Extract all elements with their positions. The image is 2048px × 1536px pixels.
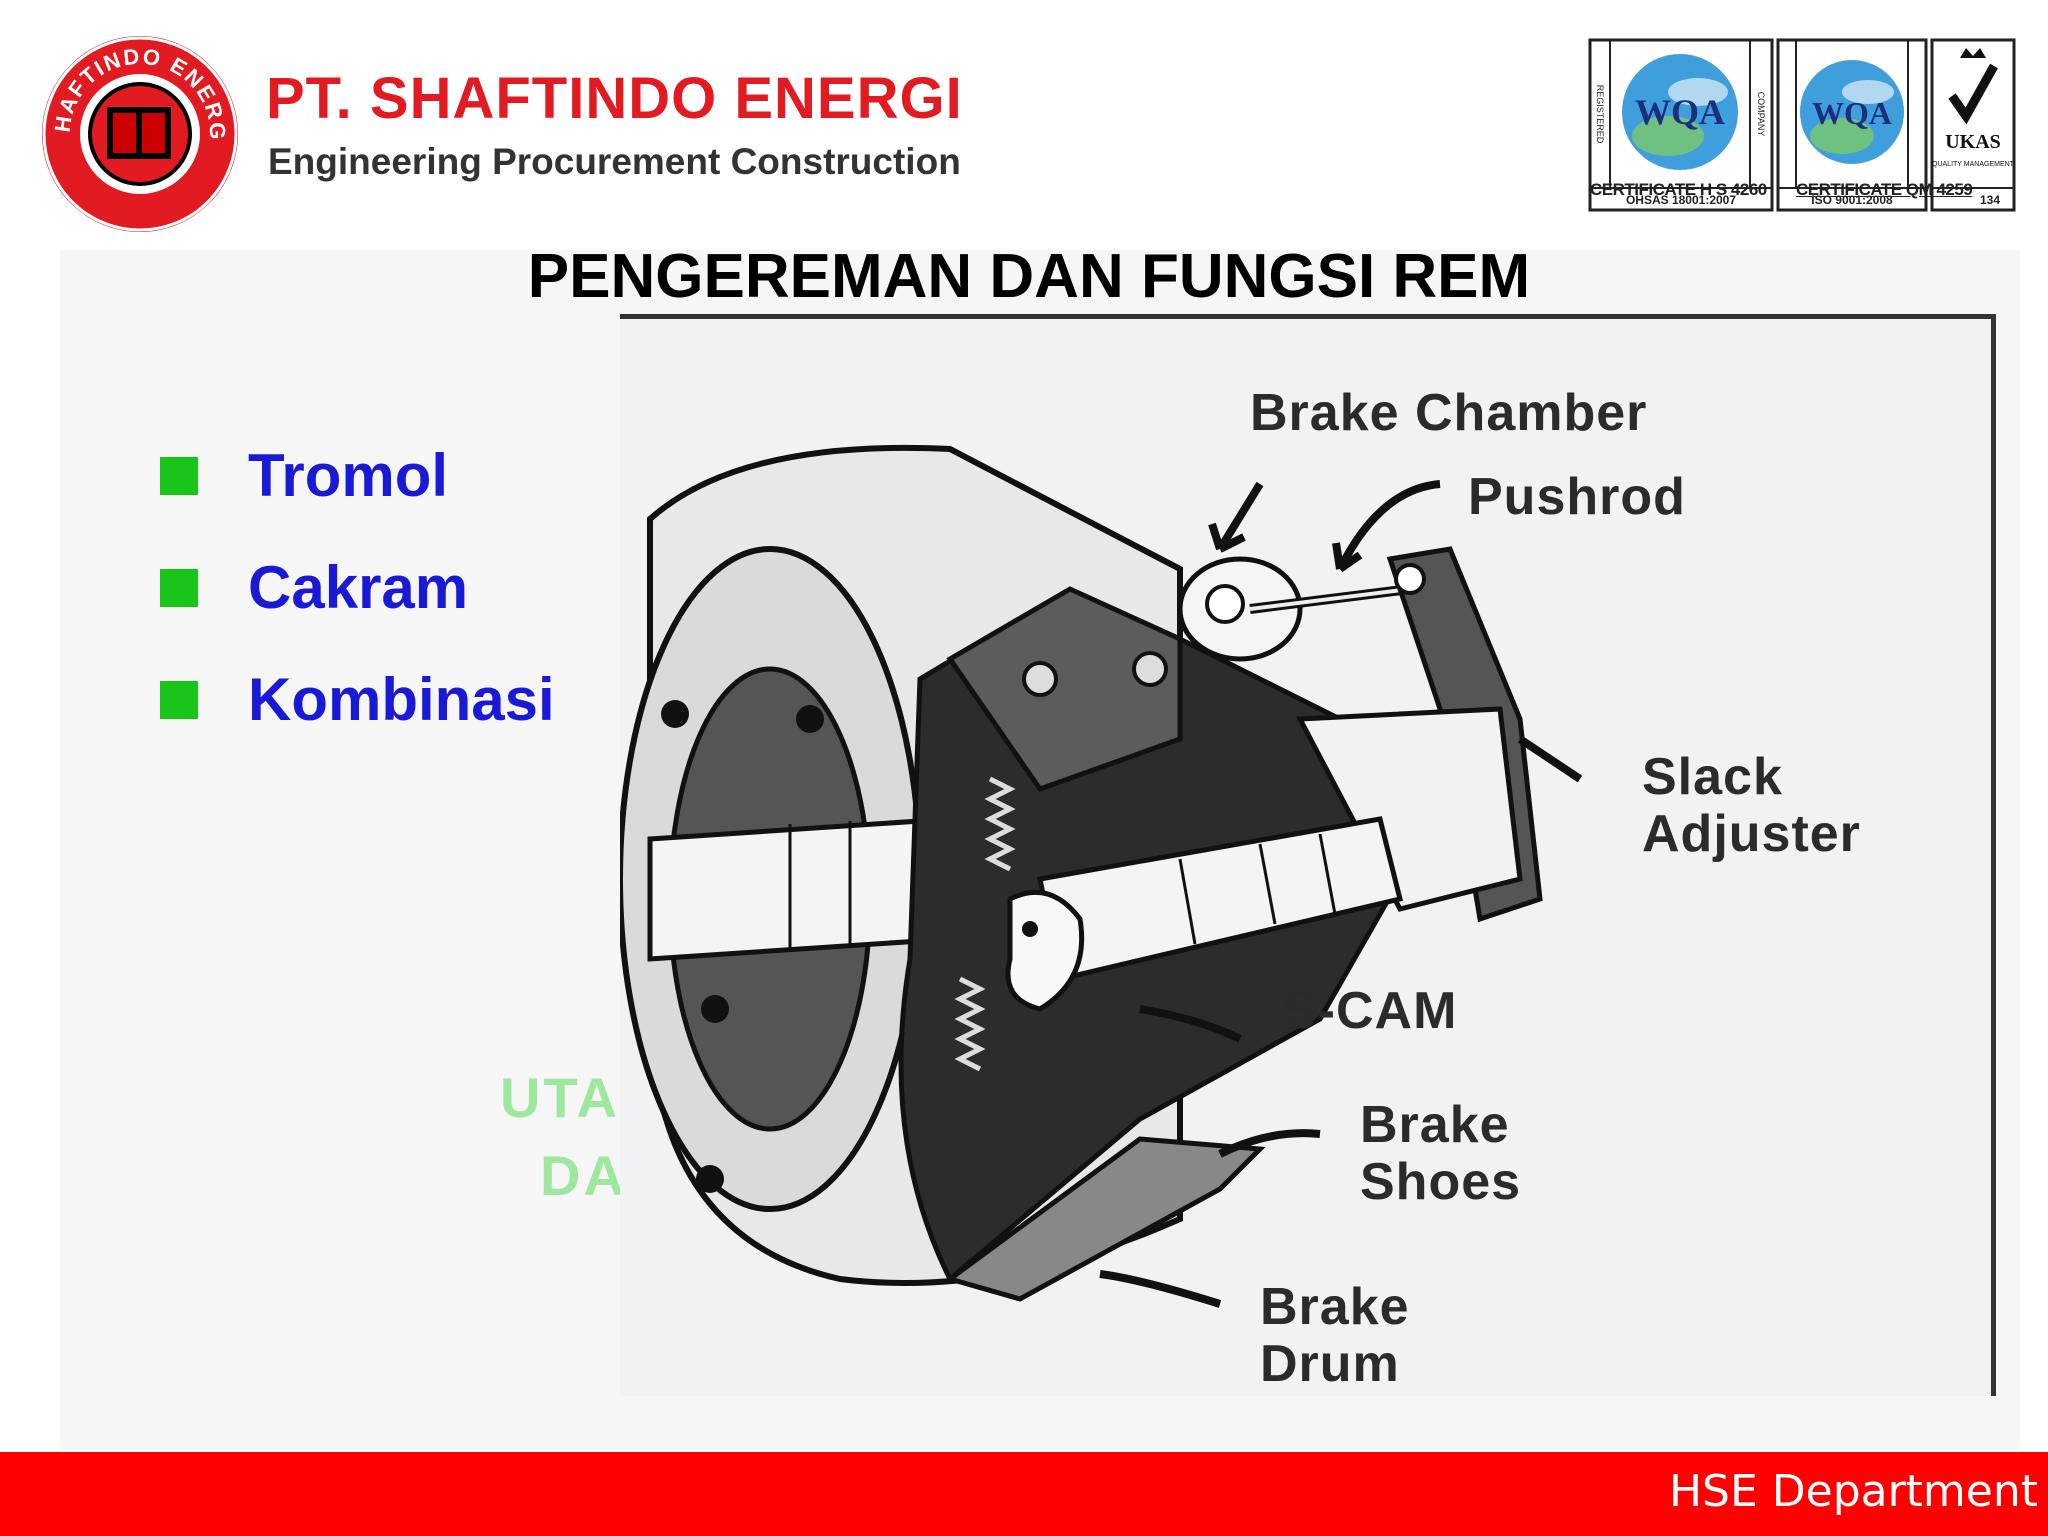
company-tagline: Engineering Procurement Construction	[268, 141, 961, 182]
cert-standard: OHSAS 18001:2007	[1626, 193, 1736, 207]
drum-brake-illustration	[620, 444, 1583, 1308]
cert-badge-ukas: UKAS QUALITY MANAGEMENT 134	[1930, 38, 2016, 212]
certification-badges: WQA OHSAS 18001:2007 REGISTERED COMPANY …	[1588, 38, 2016, 212]
label-brake-shoes: Brake Shoes	[1360, 1096, 1522, 1212]
return-spring	[954, 976, 986, 1072]
anchor-bracket	[946, 586, 1183, 792]
brake-diagram: Brake Chamber Pushrod Slack Adjuster S-C…	[620, 314, 1996, 1396]
company-name: PT. SHAFTINDO ENERGI	[266, 66, 963, 131]
return-spring	[984, 776, 1016, 872]
bullet-square-icon	[160, 681, 198, 719]
footer-bar: HSE Department	[0, 1452, 2048, 1536]
checkmark-icon	[1948, 63, 1998, 125]
cert-standard: 134	[1980, 193, 2000, 207]
cert-standard: ISO 9001:2008	[1811, 193, 1893, 207]
bullet-item: Cakram	[160, 532, 555, 644]
cert-badge-label: WQA	[1635, 92, 1725, 132]
ghost-text: UTA	[500, 1066, 620, 1129]
label-brake-drum: Brake Drum	[1260, 1278, 1410, 1394]
label-line: Adjuster	[1642, 805, 1861, 864]
label-pushrod: Pushrod	[1468, 468, 1686, 526]
cert-caption-ohsas: CERTIFICATE H S 4260	[1590, 180, 1767, 199]
crown-icon	[1960, 48, 1986, 58]
label-slack-adjuster: Slack Adjuster	[1642, 748, 1861, 864]
cert-side-text: COMPANY	[1756, 92, 1766, 137]
label-s-cam: S-CAM	[1282, 982, 1458, 1040]
bullet-label: Kombinasi	[248, 666, 555, 733]
cert-badge-label: WQA	[1812, 95, 1892, 131]
leader-arrow-icon	[1517, 735, 1583, 783]
label-line: Shoes	[1360, 1153, 1522, 1212]
bullet-list: Tromol Cakram Kombinasi	[160, 420, 555, 756]
bullet-square-icon	[160, 457, 198, 495]
company-logo: SHAFTINDO ENERGI	[38, 32, 238, 232]
cert-badge-ohsas: WQA OHSAS 18001:2007 REGISTERED COMPANY	[1588, 38, 1774, 212]
bullet-item: Kombinasi	[160, 644, 555, 756]
footer-department: HSE Department	[1668, 1466, 2038, 1517]
leader-arrow-icon	[1218, 1129, 1321, 1158]
cert-caption-iso: CERTIFICATE QM 4259	[1796, 180, 1973, 199]
ghost-text: DA	[540, 1144, 627, 1207]
cert-badge-label: UKAS	[1945, 131, 2001, 153]
leader-arrow-icon	[1332, 480, 1441, 573]
leader-arrow-icon	[1099, 1270, 1222, 1308]
label-line: Brake	[1360, 1096, 1510, 1154]
leader-arrow-icon	[1208, 481, 1264, 553]
label-line: Brake	[1260, 1278, 1410, 1336]
label-line: Slack	[1642, 748, 1783, 806]
slide-title: PENGEREMAN DAN FUNGSI REM	[527, 242, 1531, 311]
bullet-label: Cakram	[248, 554, 469, 621]
cert-sub: QUALITY MANAGEMENT	[1932, 161, 2015, 168]
s-cam	[1005, 889, 1085, 1012]
label-line: Drum	[1260, 1335, 1400, 1394]
bullet-item: Tromol	[160, 420, 555, 532]
bullet-square-icon	[160, 569, 198, 607]
cert-badge-iso: WQA ISO 9001:2008	[1776, 38, 1928, 212]
brake-shoe-lining	[944, 1136, 1266, 1302]
cert-side-text: REGISTERED	[1595, 85, 1605, 144]
bullet-label: Tromol	[248, 442, 449, 509]
leader-arrow-icon	[1139, 1005, 1242, 1043]
label-brake-chamber: Brake Chamber	[1250, 384, 1648, 442]
